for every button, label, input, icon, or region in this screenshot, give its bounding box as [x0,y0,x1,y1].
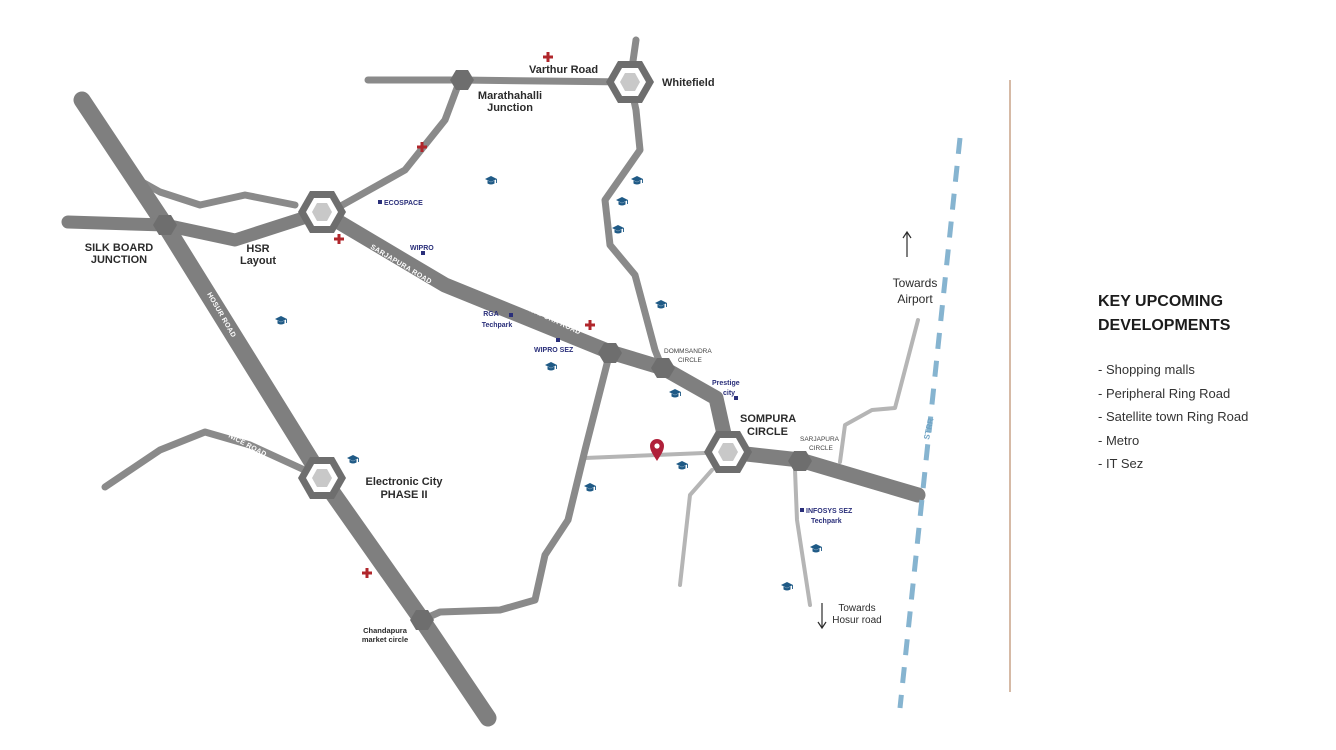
electronic-city-label: Electronic City [365,476,443,488]
airport-arrow-icon [902,230,912,257]
legend-panel: KEY UPCOMING DEVELOPMENTS - Shopping mal… [1098,290,1318,476]
silkboard-hsr-road [61,205,329,247]
hsr-label: HSR [246,243,269,255]
hospital-icon [585,320,595,330]
poi-markers [378,200,804,512]
sompura-label-2: CIRCLE [747,426,788,438]
varthur-road [364,76,634,86]
hospital-icon [362,568,372,578]
chandapura-label: Chandapura [363,626,408,635]
school-icon [347,455,359,464]
strr-line [897,137,963,709]
hsr-label-2: Layout [240,255,276,267]
hosur-arrow-icon [817,603,827,630]
school-icon [810,544,822,553]
towards-airport-label-2: Airport [897,292,933,306]
sompura-junction-icon [704,431,752,473]
school-icon [669,389,681,398]
sarjapura-circle-label: SARJAPURA [800,436,840,443]
silkboard-hsr-link [131,174,299,209]
sarjapura-road [314,204,926,503]
prestige-label-2: city [723,390,735,397]
school-icon [584,483,596,492]
silkboard-label: SILK BOARD [85,242,154,254]
school-icon [545,362,557,371]
legend-item: - Metro [1098,432,1140,448]
chandapura-label-2: market circle [362,635,408,644]
nice-road [101,428,326,491]
marathahalli-label-2: Junction [487,102,533,114]
towards-hosur-label: Towards [838,603,875,614]
school-icon [631,176,643,185]
towards-airport-label: Towards [893,276,938,290]
sarjapura-circle-label-2: CIRCLE [809,445,834,452]
whitefield-junction-icon [606,61,654,103]
infosys-label-2: Techpark [811,518,842,525]
silkboard-label-2: JUNCTION [91,254,147,266]
marathahalli-junction-icon [450,70,474,90]
legend-item: - IT Sez [1098,456,1144,471]
hospital-icon [543,52,553,62]
marathahalli-road [326,76,464,216]
wipro-sez-label: WIPRO SEZ [534,347,574,354]
strr-label: STRR [922,417,935,440]
school-icon [781,582,793,591]
school-icon [655,300,667,309]
school-icon [612,225,624,234]
nice-road-label: NICE ROAD [227,433,267,459]
rga-label: RGA [483,311,499,318]
school-icon [275,316,287,325]
school-icon [485,176,497,185]
varthur-road-label: Varthur Road [529,64,598,76]
minor-roads-light [583,318,920,607]
school-icon [616,197,628,206]
marathahalli-label: Marathahalli [478,90,542,102]
electronic-city-label-2: PHASE II [380,489,427,501]
wipro-label: WIPRO [410,245,434,252]
whitefield-label: Whitefield [662,77,715,89]
hosur-road-label: HOSUR ROAD [205,292,236,340]
legend-list: - Shopping malls - Peripheral Ring Road … [1098,358,1318,476]
legend-item: - Peripheral Ring Road [1098,385,1231,401]
hospital-icon [334,234,344,244]
legend-item: - Satellite town Ring Road [1098,409,1249,424]
towards-hosur-label-2: Hosur road [832,615,881,626]
ecospace-label: ECOSPACE [384,200,423,207]
dommsandra-label: DOMMSANDRA [664,348,712,355]
prestige-label: Prestige [712,380,740,387]
school-icon [676,461,688,470]
main-roads [61,91,926,727]
legend-item: - Shopping malls [1098,362,1195,377]
sompura-label: SOMPURA [740,413,796,425]
dommsandra-label-2: CIRCLE [678,357,703,364]
legend-title: KEY UPCOMING DEVELOPMENTS [1098,293,1231,334]
chandapura-link [418,348,614,624]
project-location-pin-icon[interactable] [650,439,664,461]
infosys-label: INFOSYS SEZ [806,508,853,515]
rga-label-2: Techpark [482,322,513,329]
